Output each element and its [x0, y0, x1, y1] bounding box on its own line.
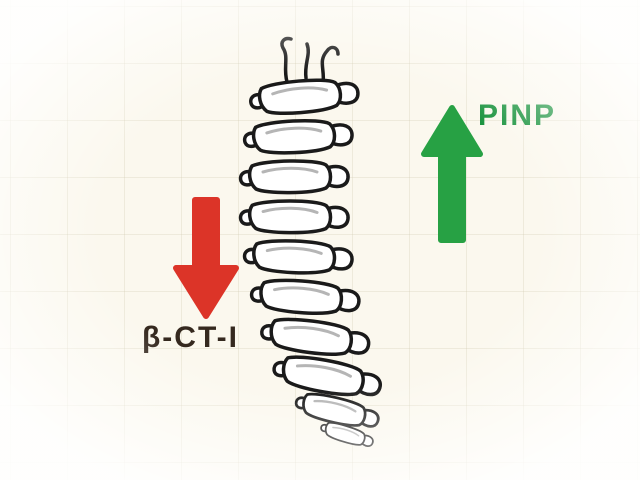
down-arrow-icon [173, 197, 239, 319]
beta-ctx-label: β-CT-I [142, 321, 239, 354]
pinp-label: PINP [478, 99, 556, 132]
spine-illustration [238, 36, 385, 452]
up-arrow-icon [421, 105, 483, 243]
